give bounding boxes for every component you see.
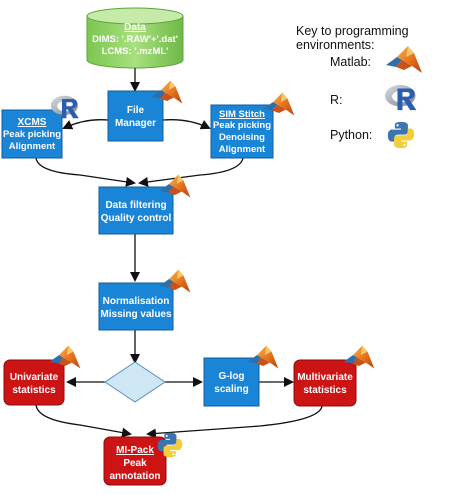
- sim-stitch-line3: Denoising: [219, 132, 265, 143]
- xcms-line2: Peak picking: [3, 129, 61, 140]
- sim-stitch-line2: Peak picking: [213, 120, 271, 131]
- file-manager-box: [107, 90, 164, 142]
- univariate-line2: statistics: [12, 385, 56, 396]
- sim-stitch-line4: Alignment: [219, 144, 266, 155]
- mipack-title: MI-Pack: [116, 445, 154, 456]
- normalisation-line1: Normalisation: [103, 296, 170, 307]
- file-manager-label-line2: Manager: [115, 118, 156, 129]
- data-source-cylinder: [86, 7, 184, 69]
- multivariate-line2: statistics: [303, 385, 347, 396]
- mipack-line3: annotation: [109, 471, 160, 482]
- normalisation-line2: Missing values: [100, 309, 172, 320]
- data-filtering-line1: Data filtering: [105, 200, 166, 211]
- xcms-box: [1, 109, 63, 159]
- mipack-line2: Peak: [123, 458, 147, 469]
- python-icon: [387, 121, 415, 149]
- r-icon: [384, 84, 417, 111]
- arrow-xcms-to-filtering: [35, 157, 136, 187]
- connectors: [35, 68, 323, 439]
- arrow-filemanager-to-xcms: [62, 119, 109, 130]
- key-r-label: R:: [330, 93, 343, 107]
- glog-box: [203, 357, 260, 407]
- data-source-title: Data: [124, 22, 146, 33]
- data-source-dims: DIMS: '.RAW'+'.dat': [92, 34, 178, 45]
- key-title: Key to programming environments:: [296, 24, 409, 52]
- normalisation-box: [98, 282, 174, 331]
- univariate-line1: Univariate: [10, 372, 59, 383]
- glog-line2: scaling: [214, 384, 248, 395]
- arrow-filemanager-to-simstitch: [162, 119, 211, 130]
- arrow-univariate-to-mipack: [35, 404, 132, 438]
- arrow-simstitch-to-filtering: [138, 157, 244, 187]
- xcms-line3: Alignment: [9, 141, 56, 152]
- sim-stitch-box: [210, 104, 274, 159]
- multivariate-line1: Multivariate: [297, 372, 353, 383]
- multivariate-box: [293, 359, 357, 407]
- univariate-box: [3, 359, 65, 406]
- xcms-title: XCMS: [18, 117, 47, 128]
- decision-diamond: [104, 361, 166, 403]
- key-python-label: Python:: [330, 128, 373, 142]
- mipack-box: [103, 436, 167, 486]
- data-filtering-box: [98, 186, 174, 235]
- data-filtering-line2: Quality control: [101, 213, 172, 224]
- key-matlab-label: Matlab:: [330, 55, 371, 69]
- file-manager-label-line1: File: [127, 105, 145, 116]
- sim-stitch-title: SIM Stitch: [219, 109, 265, 120]
- glog-line1: G-log: [218, 371, 244, 382]
- data-source-lcms: LCMS: '.mzML': [102, 46, 169, 57]
- arrow-multivariate-to-mipack: [146, 405, 323, 439]
